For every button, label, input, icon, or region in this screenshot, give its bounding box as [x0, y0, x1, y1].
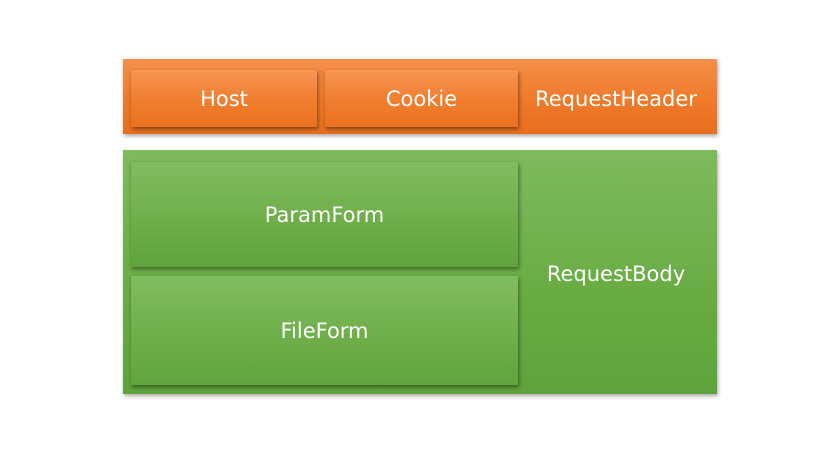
host-box: Host: [131, 70, 317, 127]
request-header-label: RequestHeader: [535, 86, 697, 111]
file-form-box: FileForm: [131, 276, 518, 385]
file-form-label: FileForm: [280, 318, 369, 343]
cookie-label: Cookie: [385, 86, 458, 111]
request-body-label: RequestBody: [546, 261, 686, 286]
param-form-label: ParamForm: [264, 202, 385, 227]
cookie-box: Cookie: [325, 70, 518, 127]
param-form-box: ParamForm: [131, 162, 518, 267]
host-label: Host: [200, 86, 248, 111]
